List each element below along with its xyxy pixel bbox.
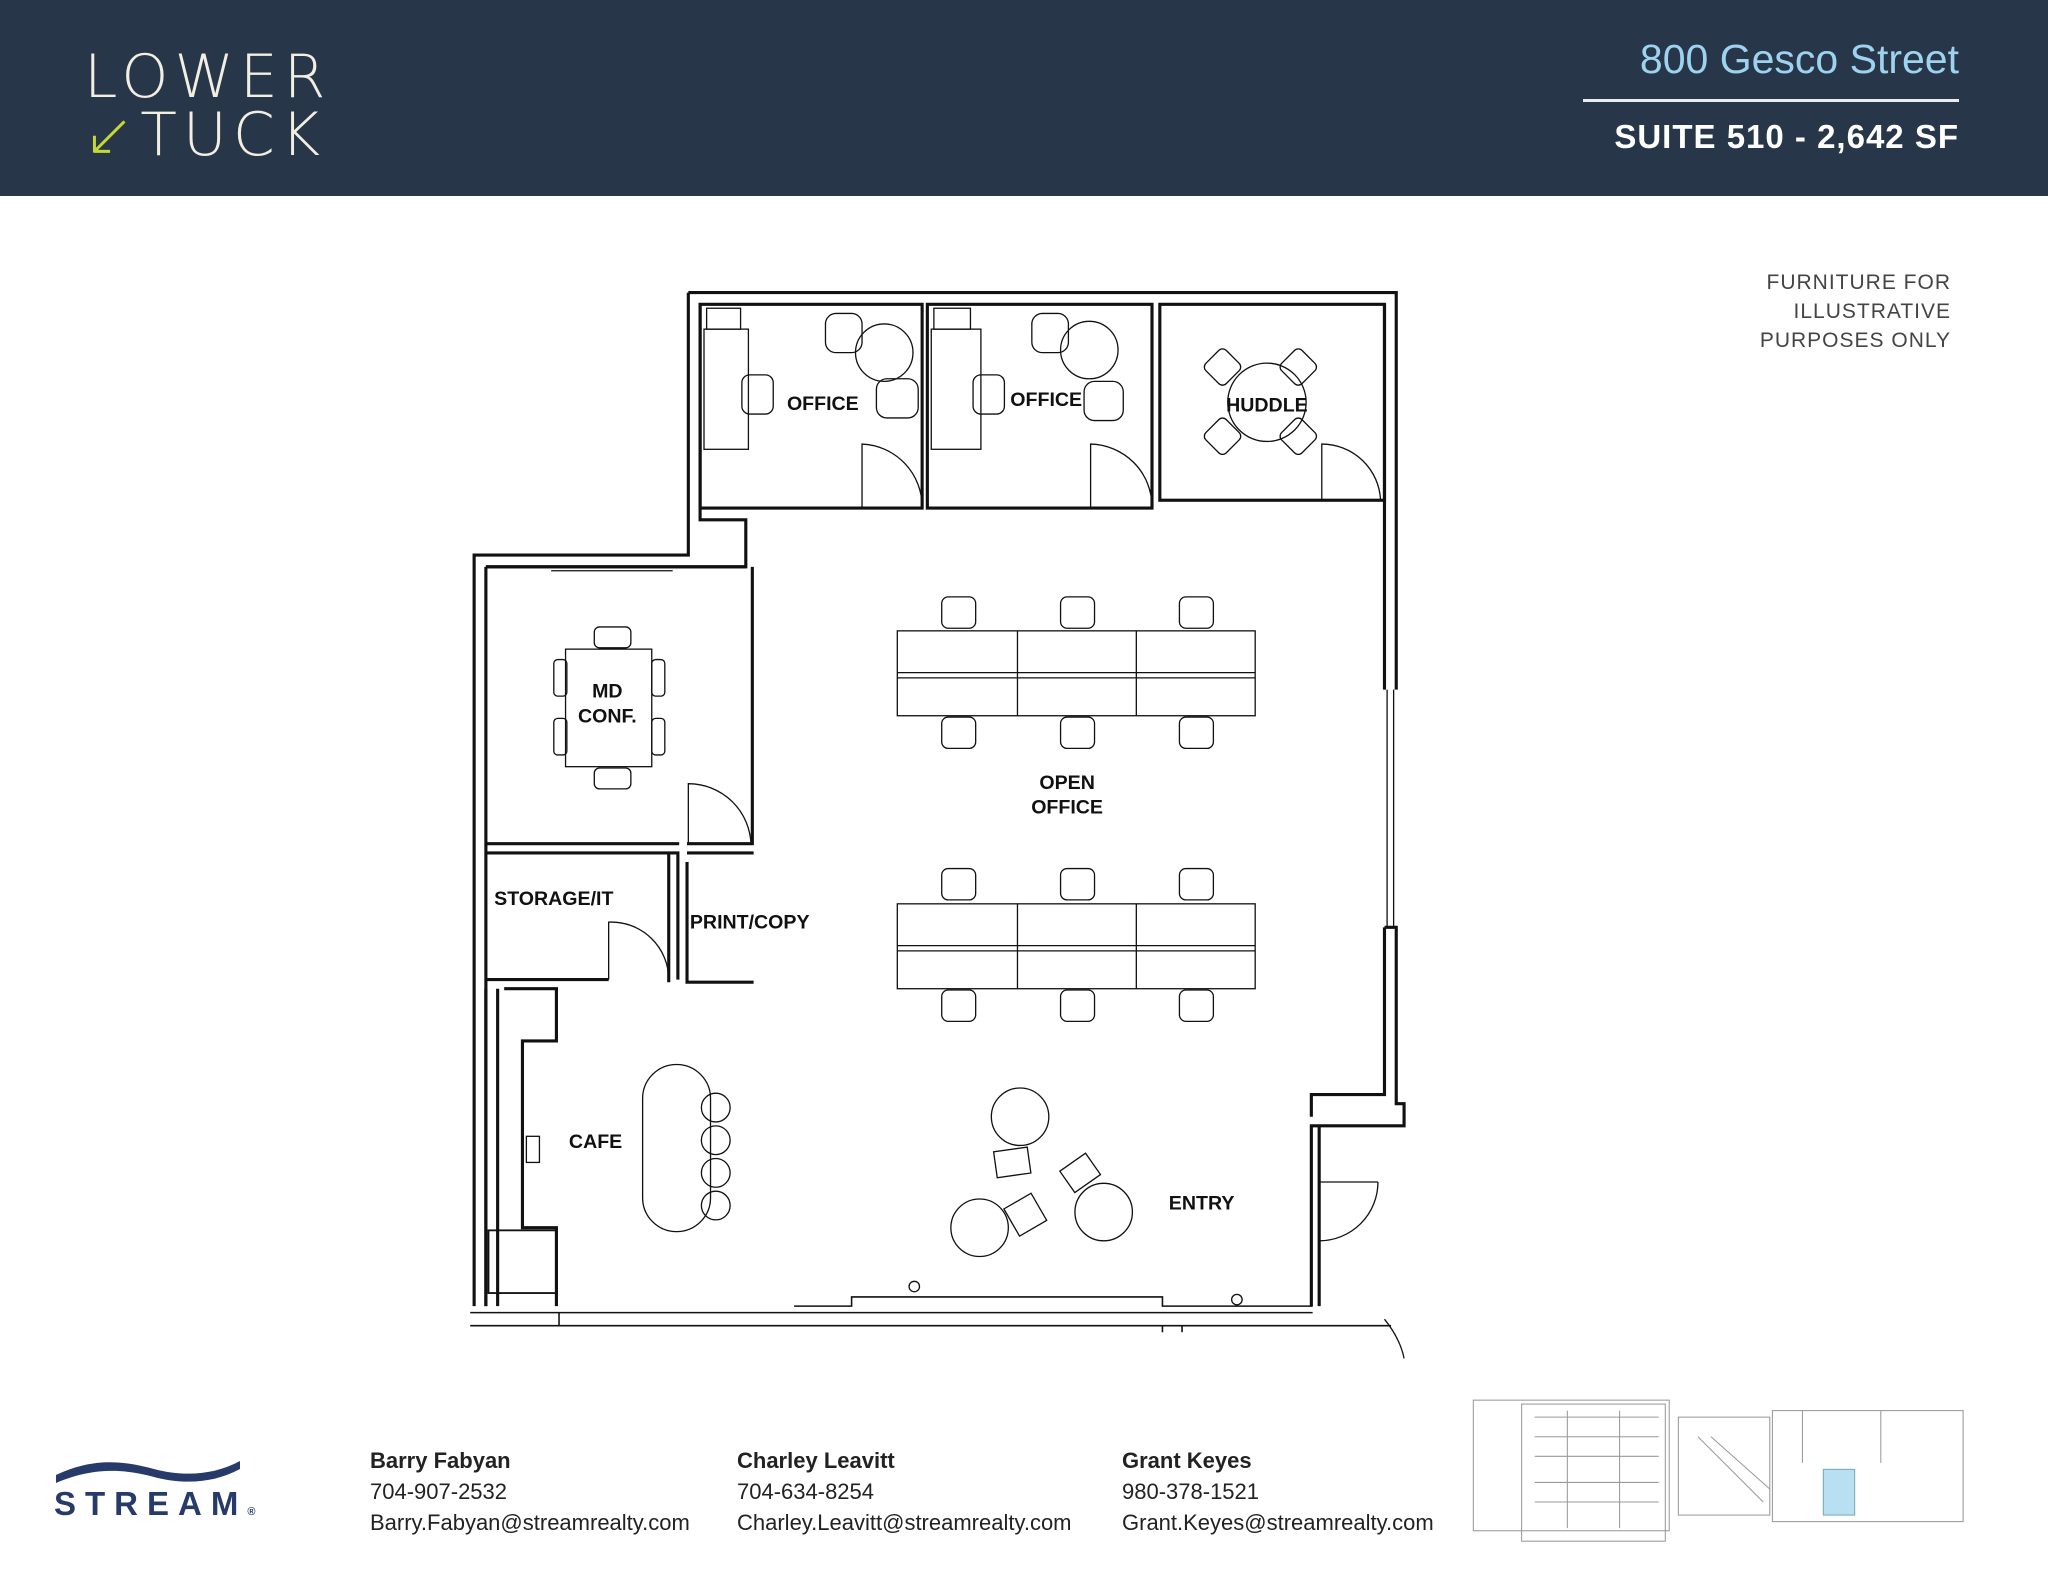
task-chair <box>1178 716 1215 750</box>
huddle-furniture <box>1203 348 1318 456</box>
property-address: 800 Gesco Street <box>1639 36 1959 82</box>
contact-phone[interactable]: 704-634-8254 <box>737 1479 875 1504</box>
open-office-workstations <box>896 596 1256 1023</box>
task-chair <box>1178 867 1215 901</box>
lounge-furniture <box>950 1087 1134 1258</box>
disclaimer-line: ILLUSTRATIVE <box>1793 300 1951 323</box>
brand-text: STREAM <box>54 1485 248 1522</box>
contact-phone[interactable]: 704-907-2532 <box>370 1479 508 1504</box>
contact-name: Grant Keyes <box>1122 1448 1252 1473</box>
entry-door <box>1319 1181 1379 1242</box>
workstation-divider <box>897 630 1256 716</box>
storage-walls <box>485 851 754 984</box>
contact-phone[interactable]: 980-378-1521 <box>1122 1479 1260 1504</box>
arrow-down-left-icon: ↙ <box>84 100 141 170</box>
office-doors <box>861 443 1382 509</box>
room-label-print-copy: PRINT/COPY <box>690 912 810 934</box>
huddle-walls <box>1158 302 1387 502</box>
workstation-divider <box>897 903 1256 989</box>
cafe-island <box>641 1063 712 1233</box>
room-label-md-conf: MD <box>592 680 622 702</box>
header-banner: LOWER ↙TUCK 800 Gesco Street SUITE 510 -… <box>0 0 2048 196</box>
task-chair <box>1178 596 1215 629</box>
logo-line-1: LOWER <box>84 42 332 112</box>
column <box>1231 1293 1243 1306</box>
stream-wave-logo <box>56 1461 240 1483</box>
office-2-walls <box>925 302 1154 510</box>
task-chair <box>1059 596 1096 629</box>
contact-name: Barry Fabyan <box>370 1448 511 1473</box>
key-plan <box>1472 1399 1964 1542</box>
room-label-open-office: OPEN <box>1039 772 1094 794</box>
task-chair <box>941 716 977 750</box>
room-label-storage: STORAGE/IT <box>494 888 613 910</box>
office-1-walls <box>698 302 924 510</box>
south-wall <box>470 1296 1392 1333</box>
contact-card: Grant Keyes 980-378-1521 Grant.Keyes@str… <box>1122 1445 1434 1538</box>
room-label-open-office: OFFICE <box>1031 797 1103 819</box>
contact-email[interactable]: Grant.Keyes@streamrealty.com <box>1122 1510 1434 1535</box>
task-chair <box>1059 716 1096 750</box>
registered-icon: ® <box>247 1506 256 1518</box>
southeast-curve <box>1383 1318 1405 1359</box>
contact-email[interactable]: Barry.Fabyan@streamrealty.com <box>370 1510 690 1535</box>
key-plan-highlight <box>1822 1468 1856 1516</box>
office-2-furniture <box>930 307 1124 450</box>
refrigerator <box>487 1229 558 1294</box>
furniture-disclaimer: FURNITURE FOR ILLUSTRATIVE PURPOSES ONLY <box>1760 268 1951 355</box>
md-conf-walls <box>485 565 754 846</box>
outer-wall-east <box>1309 925 1406 1307</box>
room-label-huddle: HUDDLE <box>1226 394 1308 416</box>
column <box>908 1280 921 1293</box>
contact-name: Charley Leavitt <box>737 1448 895 1473</box>
md-conf-furniture <box>553 626 666 790</box>
disclaimer-line: PURPOSES ONLY <box>1759 329 1951 352</box>
task-chair <box>941 867 977 901</box>
task-chair <box>941 596 977 629</box>
stream-brand: STREAM® <box>54 1485 255 1523</box>
storage-door <box>608 921 670 980</box>
lower-tuck-logo: LOWER ↙TUCK <box>84 42 332 165</box>
outer-wall <box>472 291 1398 1307</box>
contact-card: Barry Fabyan 704-907-2532 Barry.Fabyan@s… <box>370 1445 690 1538</box>
cafe-wall <box>484 987 558 1307</box>
suite-size: SUITE 510 - 2,642 SF <box>1614 118 1959 155</box>
room-label-entry: ENTRY <box>1169 1192 1235 1214</box>
task-chair <box>1059 989 1096 1023</box>
office-1-furniture <box>703 307 919 450</box>
md-conf-door <box>551 570 752 846</box>
sink <box>525 1135 541 1164</box>
window-east <box>1386 689 1395 928</box>
room-label-office: OFFICE <box>1010 389 1082 411</box>
contact-card: Charley Leavitt 704-634-8254 Charley.Lea… <box>737 1445 1072 1538</box>
room-label-office: OFFICE <box>787 393 859 415</box>
disclaimer-line: FURNITURE FOR <box>1766 271 1951 294</box>
header-divider <box>1583 99 1959 102</box>
task-chair <box>1059 867 1096 901</box>
logo-line-2: TUCK <box>140 100 327 170</box>
cafe-stools <box>700 1092 731 1221</box>
room-label-cafe: CAFE <box>569 1131 622 1153</box>
task-chair <box>1178 989 1215 1023</box>
room-label-md-conf: CONF. <box>578 705 637 727</box>
task-chair <box>941 989 977 1023</box>
contact-email[interactable]: Charley.Leavitt@streamrealty.com <box>737 1510 1072 1535</box>
